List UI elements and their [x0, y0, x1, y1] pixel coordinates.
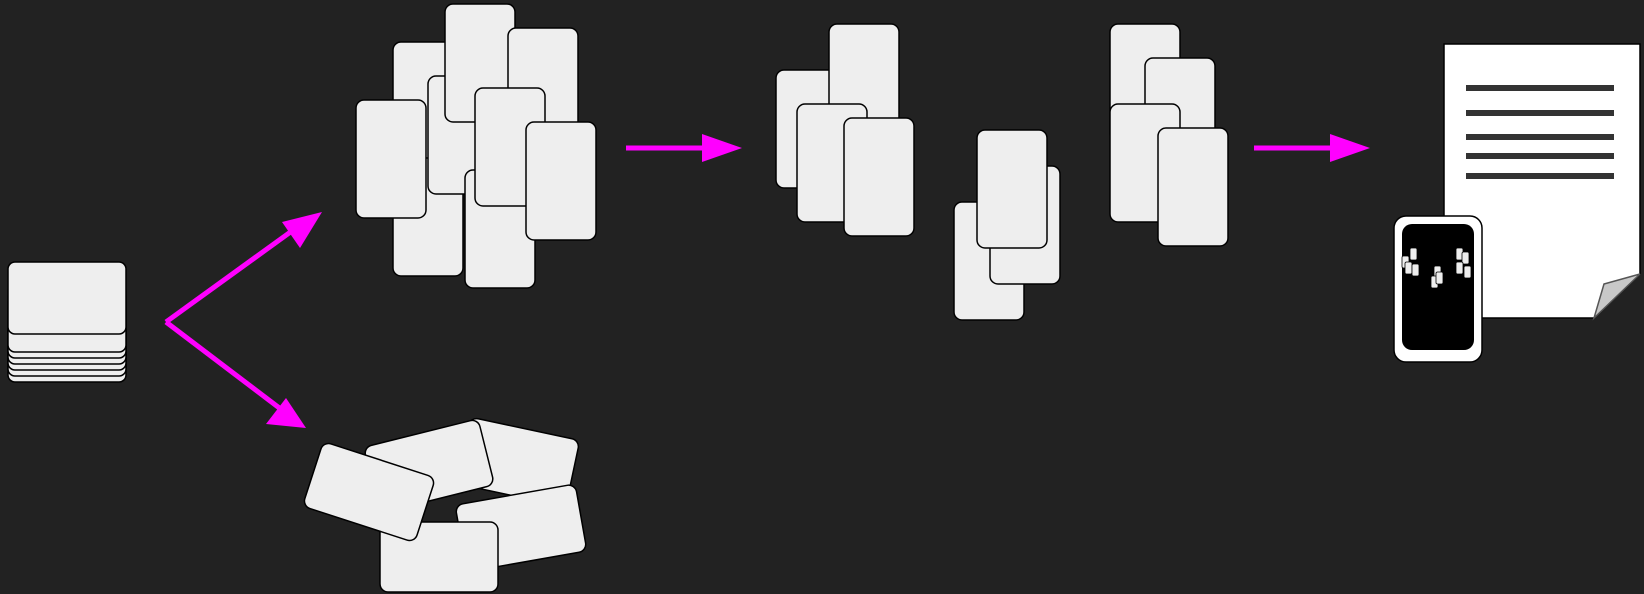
document-text-lines	[1466, 85, 1614, 179]
card-group-2	[953, 129, 1061, 321]
phone-map-icon	[1393, 215, 1483, 363]
arrow-to-groups	[626, 134, 742, 162]
stacked-cards-icon	[7, 261, 127, 383]
card-group-1	[775, 23, 915, 237]
branch-arrow-up	[164, 212, 322, 325]
scattered-cards-icon	[303, 417, 587, 593]
arrow-to-document	[1254, 134, 1370, 162]
card-group-3	[1109, 23, 1229, 247]
branch-arrow-down	[164, 320, 306, 428]
card-pile-icon	[355, 3, 597, 289]
